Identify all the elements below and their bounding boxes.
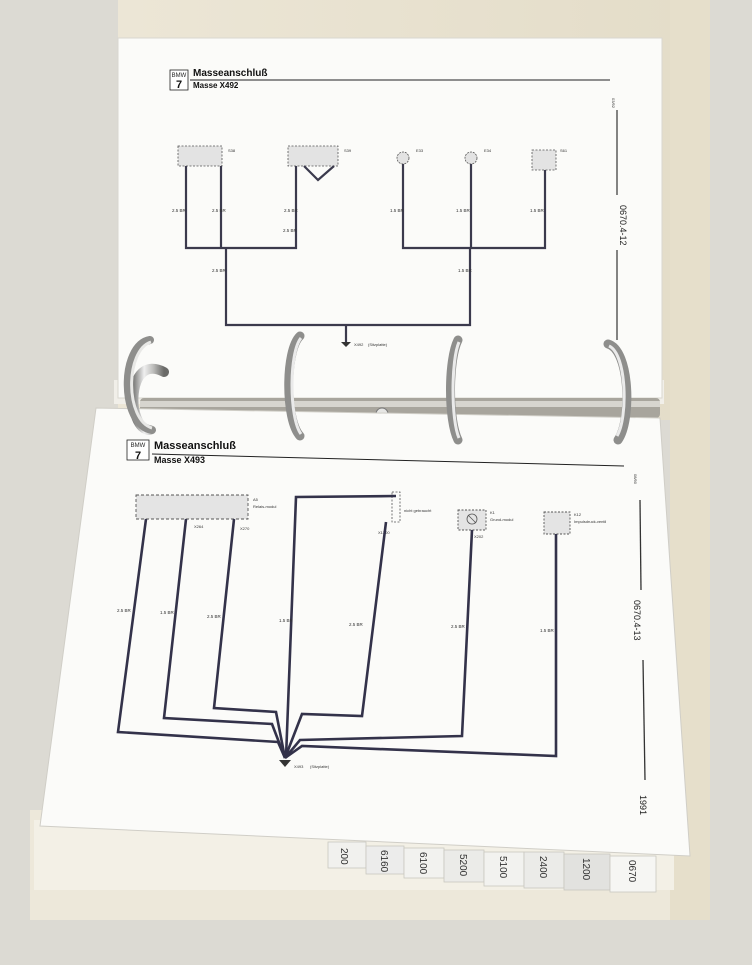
lower-component-a5: [135, 494, 249, 520]
upper-page-subtitle: Masse X492: [193, 81, 239, 90]
upper-ground-label: X492: [354, 342, 364, 347]
index-tab: [483, 851, 525, 887]
upper-component-s39: [287, 145, 339, 167]
lower-side-line: [639, 499, 642, 591]
upper-page: BMW 7 Masseanschluß Masse X492 03/92 067…: [169, 68, 628, 347]
lower-connector-label: X270: [240, 526, 250, 531]
lower-connector-label: X264: [194, 524, 204, 529]
lower-component-k1: [457, 509, 487, 531]
lower-ground-symbol: [279, 760, 291, 767]
index-tab-label: 6160: [378, 850, 389, 873]
bmw-logo-number: 7: [176, 79, 182, 91]
upper-component-s38: [177, 145, 223, 167]
lower-component-a5-id: A5: [253, 497, 259, 502]
upper-component-e33-label: E33: [416, 148, 424, 153]
lower-ground-note: (Sitzplatte): [310, 764, 330, 769]
bmw-logo: BMW 7: [169, 69, 189, 91]
svg-text:2.5 BR: 2.5 BR: [451, 624, 466, 629]
upper-page-title: Masseanschluß: [193, 68, 267, 79]
ring-3: [446, 335, 463, 445]
svg-text:1.5 BR: 1.5 BR: [540, 628, 555, 633]
bmw-logo-lower-number: 7: [135, 450, 141, 462]
svg-text:2.5 BR: 2.5 BR: [284, 208, 299, 213]
lower-component-k1-id: K1: [490, 510, 496, 515]
upper-lamp-e33: [396, 151, 410, 165]
svg-text:1.5 BR: 1.5 BR: [390, 208, 405, 213]
upper-date-code: 03/92: [611, 98, 616, 109]
index-tab: [609, 855, 657, 893]
lower-wire-labels: 2.5 BR 1.5 BR 2.5 BR 1.5 BR 2.5 BR 2.5 B…: [117, 608, 555, 633]
svg-text:1.5 BR: 1.5 BR: [160, 610, 175, 615]
ring-4: [603, 339, 632, 445]
upper-component-s61: [531, 149, 557, 171]
index-tab-label: 5200: [457, 854, 468, 877]
upper-component-s38-label: S38: [228, 148, 236, 153]
bmw-logo-text: BMW: [172, 73, 187, 79]
lower-component-k12-id: K12: [574, 512, 582, 517]
lower-component-a5-desc: Relais-modul: [253, 504, 276, 509]
svg-text:2.5 BR: 2.5 BR: [212, 268, 227, 273]
index-tab: [563, 853, 611, 891]
bmw-logo-lower-text: BMW: [131, 443, 146, 449]
lower-page-subtitle: Masse X493: [154, 455, 205, 465]
lower-component-k12-desc: Impulsdruck-ventil: [574, 519, 606, 524]
lower-component-unused-desc: nicht gebraucht: [404, 508, 432, 513]
lower-page: BMW 7 Masseanschluß Masse X493 08/90 067…: [39, 407, 691, 857]
index-tab-label: 5100: [497, 856, 508, 879]
binder-rings: [123, 331, 632, 445]
index-tab: [523, 851, 565, 889]
ring-2: [284, 331, 305, 441]
index-tabs: 200 6160 6100 5200 5100 2400 1200 0670: [327, 841, 657, 893]
lower-page-title: Masseanschluß: [154, 440, 236, 452]
lower-component-k1-desc: Grund-modul: [490, 517, 513, 522]
index-tab-label: 6100: [417, 852, 428, 875]
svg-text:1.5 BR: 1.5 BR: [456, 208, 471, 213]
svg-text:1.5 BR: 1.5 BR: [530, 208, 545, 213]
upper-component-s39-label: S39: [344, 148, 352, 153]
upper-wiring: [184, 164, 547, 342]
upper-page-ref: 0670.4-12: [618, 205, 628, 246]
lower-component-k12: [543, 511, 571, 535]
upper-ground-note: (Sitzplatte): [368, 342, 388, 347]
svg-text:2.5 BR: 2.5 BR: [207, 614, 222, 619]
upper-component-e34-label: E34: [484, 148, 492, 153]
index-tab-label: 200: [338, 848, 349, 865]
index-tab: [327, 841, 367, 869]
upper-ground-symbol: [341, 342, 351, 347]
svg-text:2.5 BR: 2.5 BR: [283, 228, 298, 233]
index-tab-label: 0670: [626, 860, 637, 883]
svg-text:1.5 BR: 1.5 BR: [458, 268, 473, 273]
lower-ground-label: X493: [294, 764, 304, 769]
lower-connector-label: X202: [474, 534, 484, 539]
index-tab-label: 2400: [537, 856, 548, 879]
index-tab: [443, 849, 485, 883]
lower-wiring: [116, 494, 558, 760]
svg-text:1.5 BR: 1.5 BR: [279, 618, 294, 623]
lower-component-unused: [391, 491, 401, 523]
svg-text:2.5 BR: 2.5 BR: [117, 608, 132, 613]
upper-lamp-e34: [464, 151, 478, 165]
upper-page-stack: [114, 37, 664, 404]
bmw-logo-lower: BMW 7: [126, 439, 150, 462]
lower-date-code: 08/90: [633, 474, 638, 485]
lower-year: 1991: [638, 795, 648, 815]
lower-title-rule: [151, 453, 625, 467]
svg-text:2.5 BR: 2.5 BR: [349, 622, 364, 627]
ring-1: [123, 336, 169, 435]
lower-page-ref: 0670.4-13: [632, 600, 642, 641]
upper-wire-labels: 2.5 BR 2.5 BR 2.5 BR 2.5 BR 2.5 BR 1.5 B…: [172, 208, 545, 273]
svg-text:2.5 BR: 2.5 BR: [172, 208, 187, 213]
index-tab-label: 1200: [580, 858, 591, 881]
upper-component-s61-label: S61: [560, 148, 568, 153]
index-tab: [365, 845, 405, 875]
svg-text:2.5 BR: 2.5 BR: [212, 208, 227, 213]
